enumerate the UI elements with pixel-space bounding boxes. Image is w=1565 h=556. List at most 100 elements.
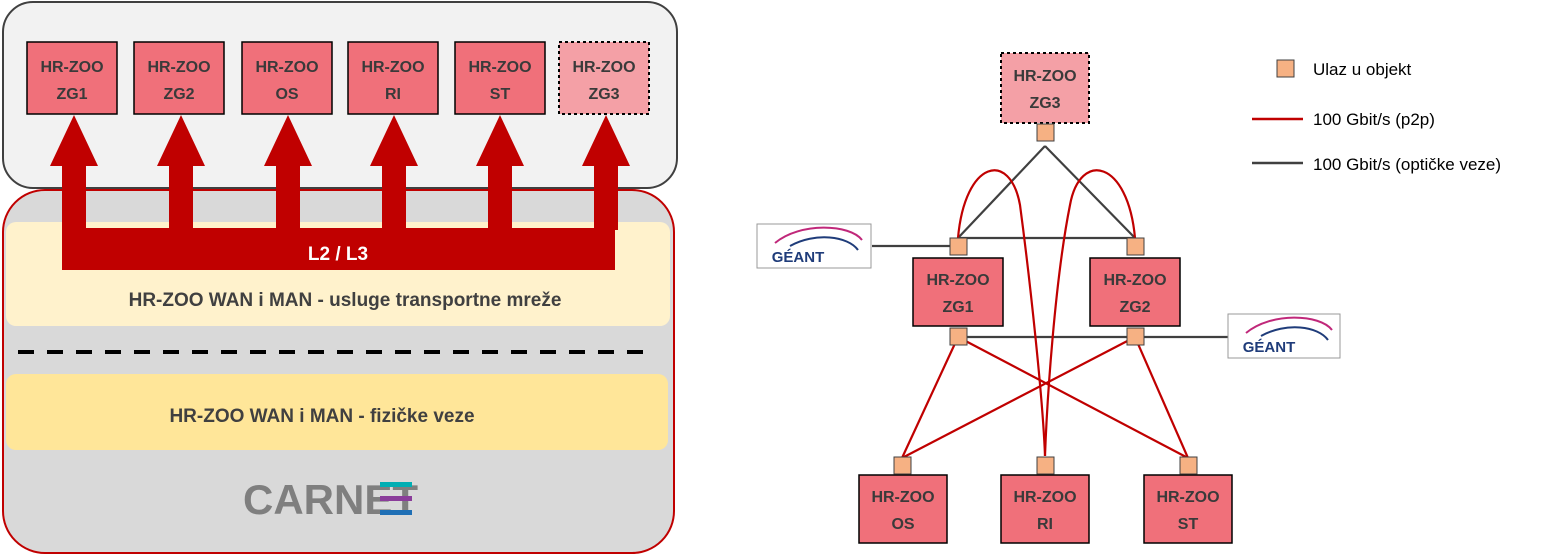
optical-link-zg3-zg2: [1044, 145, 1136, 239]
node-zg1[interactable]: HR-ZOO ZG1: [912, 257, 1004, 327]
carnet-logo: CARNET: [243, 476, 418, 523]
geant-logo-text: GÉANT: [772, 249, 825, 266]
geant-swoosh-icon: [789, 236, 859, 251]
geant-logo-text: GÉANT: [1243, 339, 1296, 356]
node-label: HR-ZOO: [1013, 68, 1076, 85]
p2p-link-zg1-st: [957, 336, 1189, 459]
left-panel: HR-ZOO WAN i MAN - usluge transportne mr…: [2, 1, 678, 554]
entry-point-zg1-bottom: [949, 327, 968, 346]
geant-logo-right: GÉANT: [1227, 313, 1341, 359]
node-label: HR-ZOO: [361, 59, 424, 76]
node-box: [1143, 474, 1233, 544]
node-label: ZG1: [56, 86, 87, 103]
legend: Ulaz u objekt 100 Gbit/s (p2p) 100 Gbit/…: [1252, 59, 1501, 174]
node-label: ZG1: [942, 299, 973, 316]
arrow-zg2: [157, 115, 205, 230]
node-box: [558, 41, 650, 115]
optical-link-zg3-zg1: [957, 145, 1046, 239]
node-box: [1089, 257, 1181, 327]
node-label: HR-ZOO: [572, 59, 635, 76]
node-label: HR-ZOO: [871, 489, 934, 506]
entry-point-ri: [1036, 456, 1055, 475]
legend-entry-label: Ulaz u objekt: [1313, 60, 1412, 79]
bus-bar: [62, 228, 615, 270]
node-box: [241, 41, 333, 115]
node-label: HR-ZOO: [147, 59, 210, 76]
right-panel: GÉANT GÉANT HR-ZOO ZG3 HR-ZOO ZG1 HR-ZOO…: [756, 52, 1501, 544]
node-box: [133, 41, 225, 115]
node-box: [26, 41, 118, 115]
legend-p2p-label: 100 Gbit/s (p2p): [1313, 110, 1435, 129]
legend-optical-label: 100 Gbit/s (optičke veze): [1313, 155, 1501, 174]
node-label: HR-ZOO: [926, 272, 989, 289]
l2-l3-bus: L2 / L3: [50, 115, 630, 270]
p2p-link-zg1-os: [901, 336, 959, 459]
node-box: [1000, 52, 1090, 124]
node-ri[interactable]: HR-ZOO RI: [347, 41, 439, 115]
p2p-link-zg2-ri: [1043, 169, 1137, 457]
node-box: [454, 41, 546, 115]
node-label: ZG2: [1119, 299, 1150, 316]
entry-point-zg2-bottom: [1126, 327, 1145, 346]
carnet-logo-stripe-teal: [380, 482, 412, 487]
entry-point-zg3: [1036, 123, 1055, 142]
physical-layer-band: [6, 374, 668, 450]
node-label: HR-ZOO: [1156, 489, 1219, 506]
node-ri[interactable]: HR-ZOO RI: [1000, 474, 1090, 544]
geant-logo-frame: [756, 223, 872, 269]
node-label: ZG2: [163, 86, 194, 103]
node-label: HR-ZOO: [40, 59, 103, 76]
node-label: OS: [891, 516, 914, 533]
entry-points: [893, 123, 1198, 475]
node-label: HR-ZOO: [1103, 272, 1166, 289]
node-label: ST: [490, 86, 511, 103]
entry-point-zg1-top: [949, 237, 968, 256]
entry-point-zg2-top: [1126, 237, 1145, 256]
carnet-logo-stripe-blue: [380, 510, 412, 515]
node-st[interactable]: HR-ZOO ST: [1143, 474, 1233, 544]
optical-links: [872, 145, 1228, 339]
node-box: [912, 257, 1004, 327]
legend-entry-icon: [1276, 59, 1295, 78]
entry-point-os: [893, 456, 912, 475]
service-layer-label: HR-ZOO WAN i MAN - usluge transportne mr…: [129, 290, 562, 311]
p2p-links: [901, 169, 1190, 459]
physical-layer-label: HR-ZOO WAN i MAN - fizičke veze: [169, 406, 474, 427]
p2p-link-zg2-os: [901, 336, 1136, 459]
data-center-nodes: HR-ZOO ZG1 HR-ZOO ZG2 HR-ZOO OS HR-ZOO R…: [26, 41, 650, 115]
node-os[interactable]: HR-ZOO OS: [241, 41, 333, 115]
node-zg1[interactable]: HR-ZOO ZG1: [26, 41, 118, 115]
p2p-link-zg2-st: [1133, 336, 1190, 459]
arrow-os: [264, 115, 312, 230]
arrow-zg3: [582, 115, 630, 230]
node-os[interactable]: HR-ZOO OS: [858, 474, 948, 544]
node-label: RI: [1037, 516, 1053, 533]
node-label: HR-ZOO: [468, 59, 531, 76]
geant-swoosh-icon: [1260, 326, 1329, 341]
node-label: ZG3: [588, 86, 619, 103]
node-st[interactable]: HR-ZOO ST: [454, 41, 546, 115]
arrow-ri: [370, 115, 418, 230]
node-box: [858, 474, 948, 544]
entry-point-st: [1179, 456, 1198, 475]
node-label: ZG3: [1029, 95, 1060, 112]
node-label: OS: [275, 86, 298, 103]
arrow-st: [476, 115, 524, 230]
bus-arrows: [50, 115, 630, 230]
geant-swoosh-icon: [1245, 316, 1333, 334]
carnet-logo-stripe-purple: [380, 496, 412, 501]
node-box: [1000, 474, 1090, 544]
arrow-zg1: [50, 115, 98, 230]
geant-logo-left: GÉANT: [756, 223, 872, 269]
node-zg2[interactable]: HR-ZOO ZG2: [133, 41, 225, 115]
p2p-link-zg1-ri: [956, 169, 1047, 457]
node-label: HR-ZOO: [1013, 489, 1076, 506]
node-zg3-planned[interactable]: HR-ZOO ZG3: [558, 41, 650, 115]
node-label: HR-ZOO: [255, 59, 318, 76]
node-zg2[interactable]: HR-ZOO ZG2: [1089, 257, 1181, 327]
node-label: ST: [1178, 516, 1199, 533]
node-zg3-planned[interactable]: HR-ZOO ZG3: [1000, 52, 1090, 124]
node-label: RI: [385, 86, 401, 103]
node-box: [347, 41, 439, 115]
